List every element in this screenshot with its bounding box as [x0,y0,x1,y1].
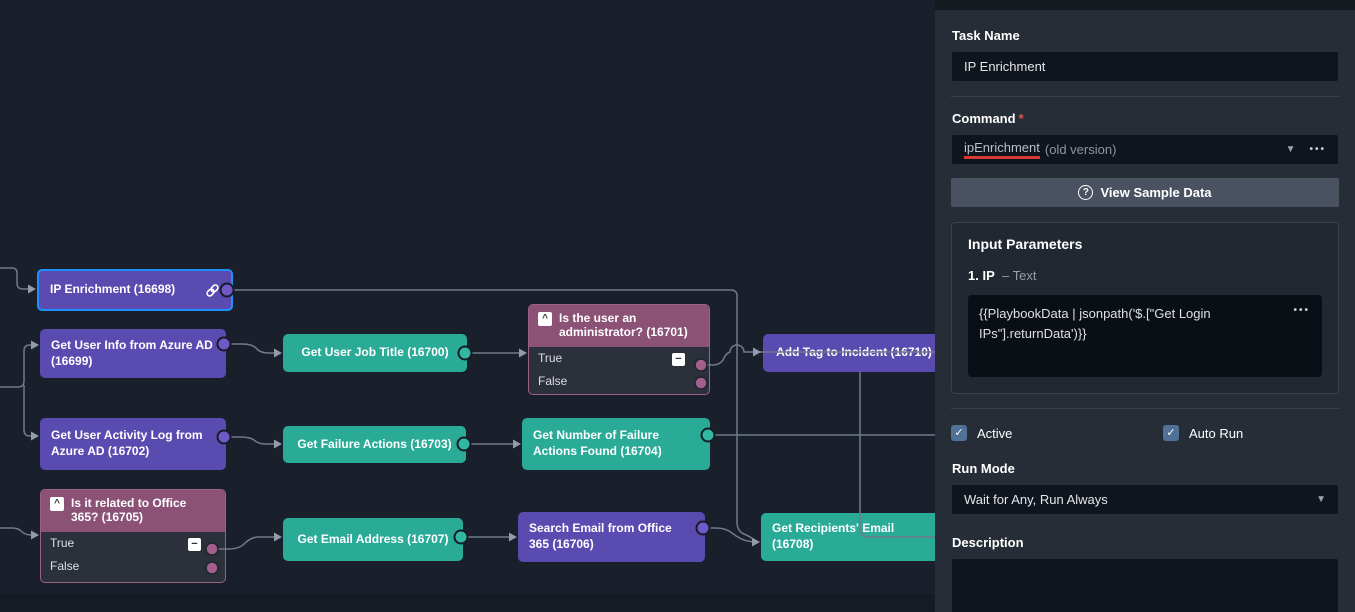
output-label: True [50,536,75,551]
flow-node-16707[interactable]: Get Email Address (16707) [283,518,463,561]
collapse-branch-icon[interactable]: − [672,352,685,366]
flow-node-16698[interactable]: IP Enrichment (16698) [37,269,233,311]
task-name-value: IP Enrichment [964,59,1046,74]
auto-run-checkbox[interactable]: ✓ Auto Run [1163,425,1243,441]
run-mode-label: Run Mode [952,461,1015,476]
parameter-header: 1. IP – Text [968,268,1037,283]
checkbox-check-icon: ✓ [1163,425,1179,441]
checkbox-row: ✓ Active ✓ Auto Run [951,425,1339,441]
help-icon: ? [1078,185,1094,200]
task-name-input[interactable]: IP Enrichment [951,51,1339,82]
node-label: Get Recipients' Email (16708) [772,521,895,551]
command-label: Command* [952,111,1024,126]
condition-output-true[interactable]: True − [41,534,225,555]
flow-node-16699[interactable]: Get User Info from Azure AD (16699) [40,329,226,378]
condition-header: ^ Is it related to Office 365? (16705) [41,490,225,532]
run-mode-value: Wait for Any, Run Always [964,492,1108,507]
divider [951,96,1339,97]
flow-node-16701[interactable]: ^ Is the user an administrator? (16701) Tr… [528,304,710,395]
description-label: Description [952,535,1024,550]
required-asterisk: * [1018,111,1024,126]
condition-output-false[interactable]: False [41,557,225,578]
workflow-canvas[interactable]: IP Enrichment (16698) Get User Info from … [0,0,935,612]
flow-node-16703[interactable]: Get Failure Actions (16703) [283,426,466,463]
node-label: Get User Job Title (16700) [301,345,449,360]
parameter-type: – Text [1002,268,1037,283]
condition-output-true[interactable]: True − [529,349,709,370]
collapse-icon[interactable]: ^ [538,312,552,326]
flow-node-16702[interactable]: Get User Activity Log from Azure AD (167… [40,418,226,470]
flow-node-16700[interactable]: Get User Job Title (16700) [283,334,467,372]
active-checkbox[interactable]: ✓ Active [951,425,1163,441]
node-label: Get User Activity Log from Azure AD (167… [51,428,203,458]
link-icon[interactable] [205,283,220,298]
flow-node-16710[interactable]: Add Tag to Incident (16710) [763,334,935,372]
node-label: Get Failure Actions (16703) [297,436,452,451]
flow-node-16704[interactable]: Get Number of Failure Actions Found (167… [522,418,710,470]
condition-output-false[interactable]: False [529,372,709,393]
output-label: False [50,559,80,574]
node-label: Get User Info from Azure AD (16699) [51,337,213,368]
node-label: Get Email Address (16707) [297,531,449,546]
panel-top-strip [935,0,1355,10]
node-label: Is the user an administrator? (16701) [559,311,688,340]
parameter-value: {{PlaybookData | jsonpath('$.["Get Login… [979,306,1211,342]
view-sample-data-button[interactable]: ? View Sample Data [951,178,1339,207]
input-parameters-title: Input Parameters [968,236,1083,252]
node-label: Is it related to Office 365? (16705) [71,496,187,525]
chevron-down-icon[interactable]: ▼ [1316,494,1326,505]
node-label: Get Number of Failure Actions Found (167… [533,428,662,458]
canvas-bottom-strip [0,594,935,612]
node-label: Search Email from Office 365 (16706) [529,521,672,551]
flow-node-16708[interactable]: Get Recipients' Email (16708) [761,513,935,561]
flow-nodes-layer: IP Enrichment (16698) Get User Info from … [37,269,935,583]
command-more-icon[interactable]: ••• [1309,144,1326,155]
task-config-panel: Task Name IP Enrichment Command* ipEnric… [935,0,1355,612]
chevron-down-icon[interactable]: ▼ [1285,144,1296,155]
output-label: True [538,351,563,366]
output-label: False [538,374,568,389]
collapse-icon[interactable]: ^ [50,497,64,511]
input-parameters-card: Input Parameters 1. IP – Text {{Playbook… [951,222,1339,394]
collapse-branch-icon[interactable]: − [188,537,201,551]
command-version-note: (old version) [1044,142,1117,157]
parameter-more-icon[interactable]: ••• [1293,305,1310,316]
node-label: IP Enrichment (16698) [50,282,176,297]
description-input[interactable] [951,558,1339,612]
flow-node-16705[interactable]: ^ Is it related to Office 365? (16705) Tru… [40,489,226,583]
node-label: Add Tag to Incident (16710) [776,345,932,360]
flow-node-16706[interactable]: Search Email from Office 365 (16706) [518,512,705,562]
command-value: ipEnrichment [964,140,1040,159]
checkbox-check-icon: ✓ [951,425,967,441]
task-name-label: Task Name [952,28,1020,43]
parameter-value-input[interactable]: {{PlaybookData | jsonpath('$.["Get Login… [968,295,1322,377]
divider [951,408,1339,409]
run-mode-select[interactable]: Wait for Any, Run Always ▼ [951,484,1339,515]
command-select[interactable]: ipEnrichment (old version) ▼ ••• [951,134,1339,165]
condition-header: ^ Is the user an administrator? (16701) [529,305,709,347]
